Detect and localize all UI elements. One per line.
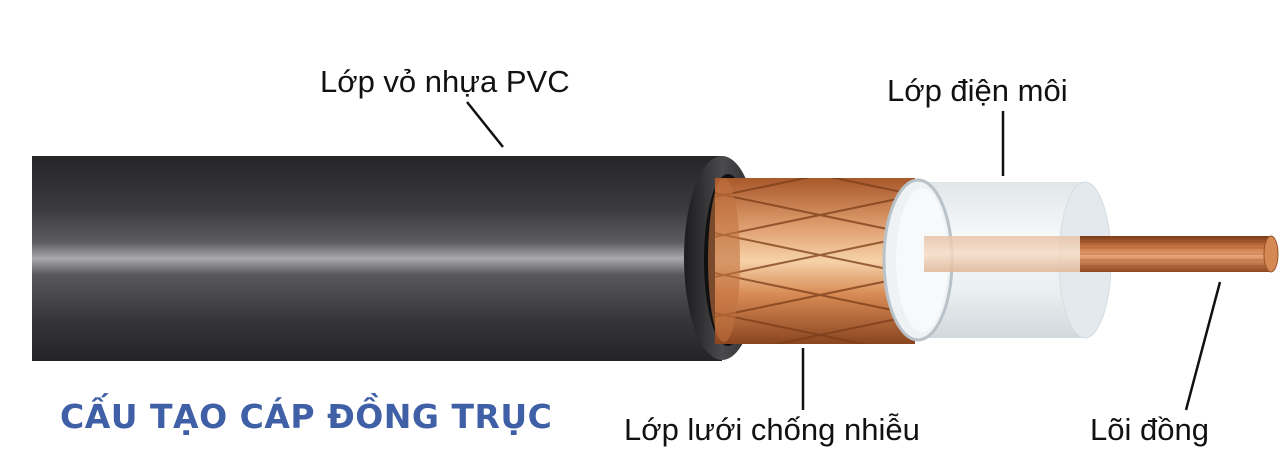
diagram-title: CẤU TẠO CÁP ĐỒNG TRỤC [60,397,553,436]
dielectric-label: Lớp điện môi [887,73,1068,108]
shield-label: Lớp lưới chống nhiễu [624,412,920,447]
pvc-jacket-layer [32,156,760,361]
copper-core-layer [924,235,1279,273]
jacket-leader-line [466,101,504,148]
core-leader-line [1184,281,1222,411]
jacket-label: Lớp vỏ nhựa PVC [320,64,570,99]
core-label: Lõi đồng [1090,412,1209,447]
